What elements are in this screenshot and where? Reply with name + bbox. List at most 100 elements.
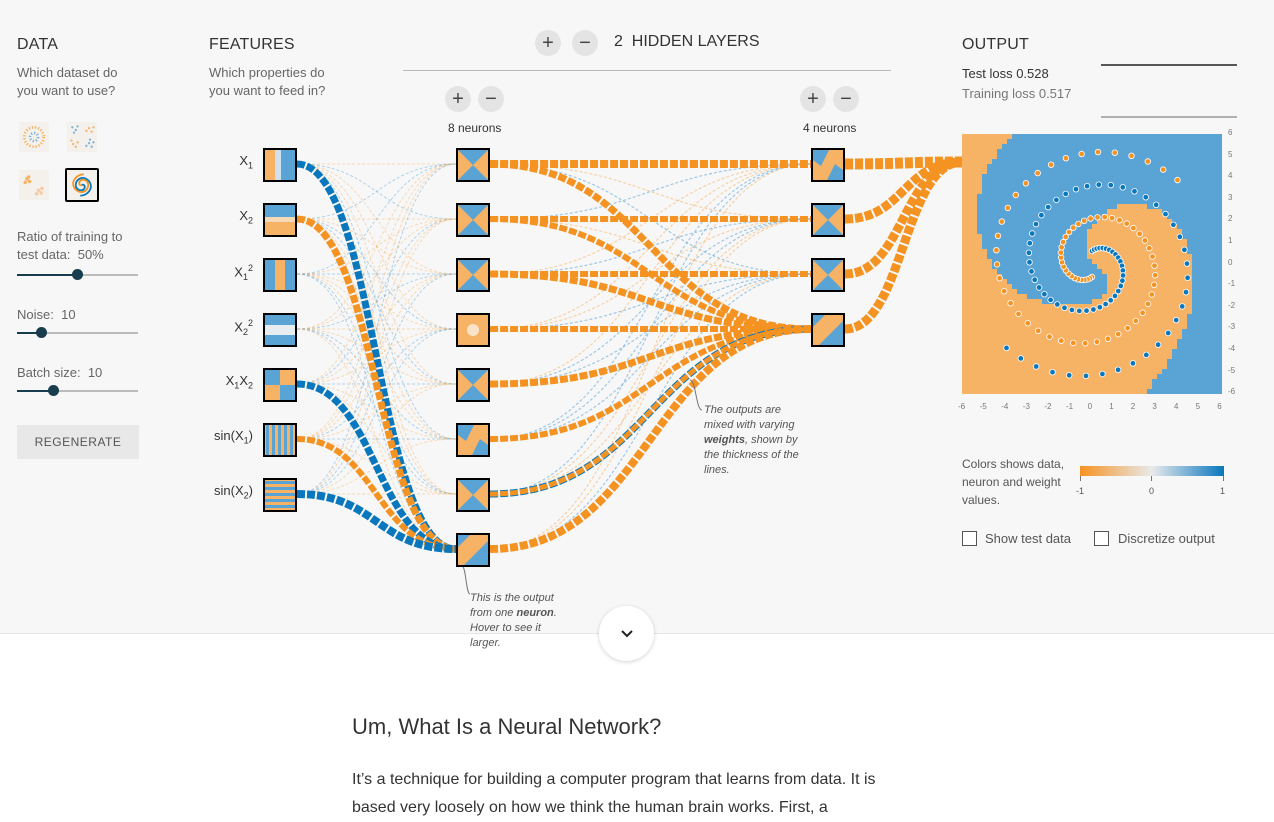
- link-in4-h1-3[interactable]: [296, 273, 457, 330]
- add-neuron-layer2-button[interactable]: +: [800, 86, 826, 112]
- link-heavy-sinx2[interactable]: [296, 490, 457, 553]
- heatmap-cell: [1037, 194, 1043, 200]
- input-feature-6[interactable]: [263, 423, 297, 457]
- layer1-neuron-5[interactable]: [456, 368, 490, 402]
- input-feature-3[interactable]: [263, 258, 297, 292]
- layer2-neuron-4[interactable]: [811, 313, 845, 347]
- link-h2-4-output[interactable]: [844, 157, 963, 334]
- link-in2-h1-3[interactable]: [296, 218, 457, 275]
- link-in5-h1-3[interactable]: [296, 273, 457, 385]
- input-feature-7[interactable]: [263, 478, 297, 512]
- output-heatmap[interactable]: [962, 134, 1222, 394]
- layer1-neuron-6[interactable]: [456, 423, 490, 457]
- link-in7-h1-5[interactable]: [296, 383, 457, 495]
- batch-slider-handle[interactable]: [47, 385, 59, 396]
- link-in3-h1-7[interactable]: [296, 273, 457, 495]
- link-in7-h1-3[interactable]: [296, 273, 457, 495]
- heatmap-cell: [1082, 134, 1088, 140]
- link-in5-h1-6[interactable]: [296, 383, 457, 440]
- batch-slider-track[interactable]: [17, 390, 138, 392]
- input-feature-4[interactable]: [263, 313, 297, 347]
- layer2-neuron-2[interactable]: [811, 203, 845, 237]
- link-h1-5-h2-1[interactable]: [489, 163, 812, 385]
- link-in1-h1-7[interactable]: [296, 163, 457, 495]
- layer1-neuron-8[interactable]: [456, 533, 490, 567]
- link-in2-h1-4[interactable]: [296, 218, 457, 330]
- show-test-data-checkbox[interactable]: [962, 531, 977, 546]
- link-in7-h1-1[interactable]: [296, 163, 457, 495]
- article-title: Um, What Is a Neural Network?: [352, 714, 662, 739]
- link-in2-h1-1[interactable]: [296, 163, 457, 220]
- ratio-slider-handle[interactable]: [72, 269, 83, 280]
- add-layer-button[interactable]: +: [535, 30, 561, 56]
- heatmap-cell: [1167, 324, 1173, 330]
- remove-layer-button[interactable]: −: [572, 30, 598, 56]
- layer1-neuron-4[interactable]: [456, 313, 490, 347]
- link-h1-7-h2-3[interactable]: [489, 273, 812, 495]
- link-in7-h1-4[interactable]: [296, 328, 457, 495]
- heatmap-cell: [1207, 324, 1213, 330]
- heatmap-cell: [1017, 224, 1023, 230]
- link-heavy-h1-7-h2-4-11[interactable]: [489, 326, 812, 497]
- link-in5-h1-1[interactable]: [296, 163, 457, 385]
- link-in3-h1-4[interactable]: [296, 273, 457, 330]
- link-heavy-h1-8-h2-4-7[interactable]: [489, 325, 812, 553]
- dataset-spiral[interactable]: [65, 168, 99, 202]
- link-in4-h1-1[interactable]: [296, 163, 457, 330]
- link-in4-h1-7[interactable]: [296, 328, 457, 495]
- link-in6-h1-5[interactable]: [296, 383, 457, 440]
- input-feature-2[interactable]: [263, 203, 297, 237]
- link-in1-h1-5[interactable]: [296, 163, 457, 385]
- remove-neuron-layer2-button[interactable]: −: [833, 86, 859, 112]
- heatmap-cell: [1192, 199, 1198, 205]
- link-heavy-h1-5-h2-4-4[interactable]: [489, 325, 812, 388]
- link-in3-h1-1[interactable]: [296, 163, 457, 275]
- link-h1-6-h2-2[interactable]: [489, 218, 812, 440]
- dataset-gaussian[interactable]: [17, 168, 51, 202]
- heatmap-cell: [1072, 259, 1078, 265]
- heatmap-cell: [1077, 194, 1083, 200]
- link-in3-h1-5[interactable]: [296, 273, 457, 385]
- input-feature-5[interactable]: [263, 368, 297, 402]
- input-feature-1[interactable]: [263, 148, 297, 182]
- link-heavy-h1-6-h2-4-5[interactable]: [489, 326, 812, 442]
- link-in4-h1-2[interactable]: [296, 218, 457, 330]
- neuron-annotation-pointer[interactable]: [461, 565, 471, 595]
- link-h1-1-h2-2[interactable]: [489, 163, 812, 220]
- link-in6-h1-2[interactable]: [296, 218, 457, 440]
- link-h1-7-h2-1[interactable]: [489, 163, 812, 495]
- scroll-down-button[interactable]: [599, 606, 654, 661]
- discretize-output-checkbox[interactable]: [1094, 531, 1109, 546]
- regenerate-button[interactable]: REGENERATE: [17, 425, 139, 459]
- link-in6-h1-1[interactable]: [296, 163, 457, 440]
- remove-neuron-layer1-button[interactable]: −: [478, 86, 504, 112]
- layer1-neuron-2[interactable]: [456, 203, 490, 237]
- link-in2-h1-5[interactable]: [296, 218, 457, 385]
- dataset-circle[interactable]: [17, 120, 51, 154]
- layer1-neuron-3[interactable]: [456, 258, 490, 292]
- link-h1-2-h2-1[interactable]: [489, 163, 812, 220]
- layer2-neuron-1[interactable]: [811, 148, 845, 182]
- link-in5-h1-2[interactable]: [296, 218, 457, 385]
- link-in3-h1-2[interactable]: [296, 218, 457, 275]
- link-in1-h1-4[interactable]: [296, 163, 457, 330]
- layer1-neuron-7[interactable]: [456, 478, 490, 512]
- weights-annotation-pointer[interactable]: [689, 379, 703, 411]
- link-h1-8-h2-2[interactable]: [489, 218, 812, 550]
- add-neuron-layer1-button[interactable]: +: [445, 86, 471, 112]
- heatmap-cell: [1047, 304, 1053, 310]
- heatmap-cell: [1057, 359, 1063, 365]
- heatmap-cell: [1172, 354, 1178, 360]
- link-in2-h1-6[interactable]: [296, 218, 457, 440]
- noise-slider-track[interactable]: [17, 332, 138, 334]
- link-in1-h1-2[interactable]: [296, 163, 457, 220]
- link-in1-h1-3[interactable]: [296, 163, 457, 275]
- link-heavy-x2[interactable]: [296, 215, 457, 553]
- layer2-neuron-3[interactable]: [811, 258, 845, 292]
- heatmap-cell: [1147, 134, 1153, 140]
- dataset-xor[interactable]: [65, 120, 99, 154]
- layer1-neuron-1[interactable]: [456, 148, 490, 182]
- noise-slider-handle[interactable]: [35, 327, 47, 338]
- heatmap-cell: [1137, 364, 1143, 370]
- link-heavy-x1[interactable]: [296, 160, 457, 553]
